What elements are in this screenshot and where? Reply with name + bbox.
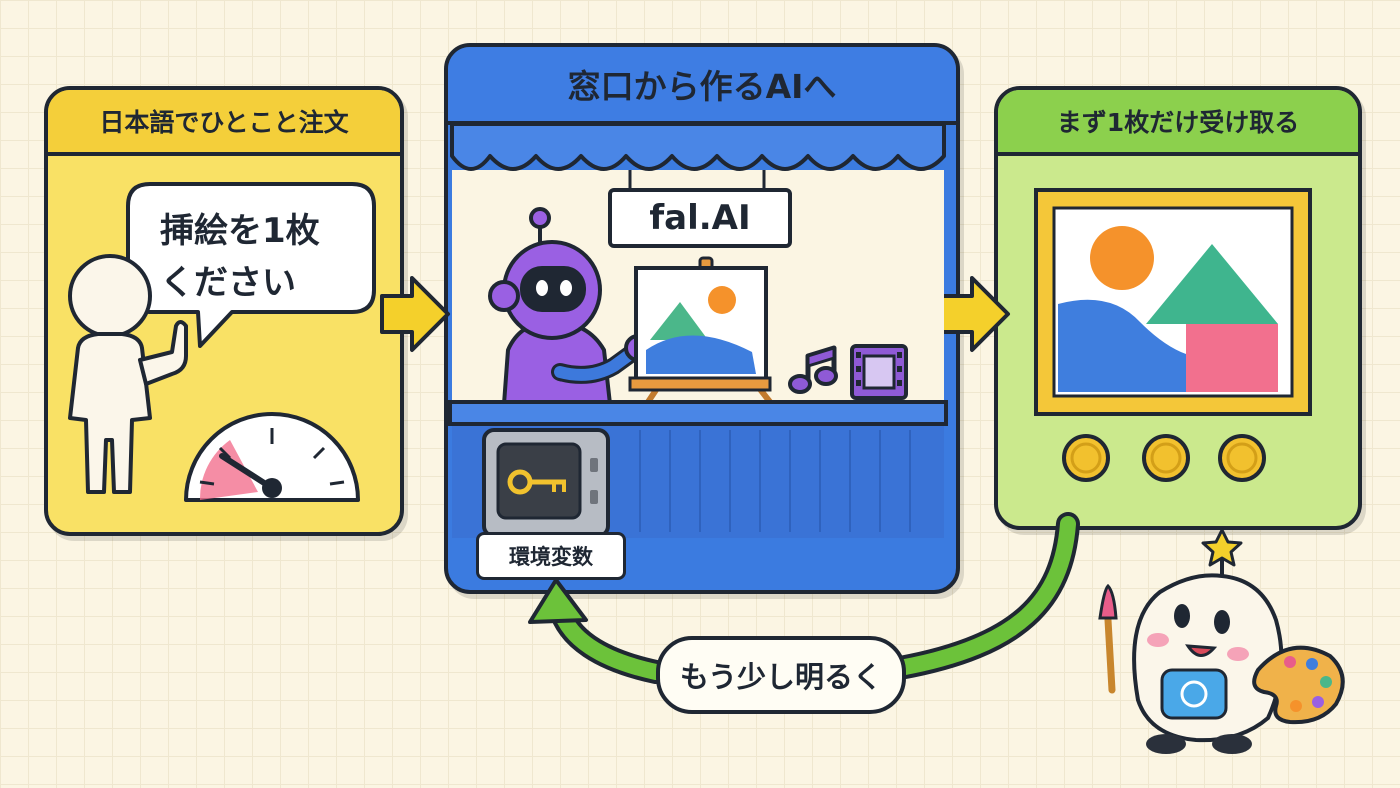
- env-vars-label: 環境変数: [476, 532, 626, 580]
- result-panel-title: まず1枚だけ受け取る: [998, 90, 1358, 156]
- coin-icon: [1142, 434, 1190, 482]
- music-note-icon: [788, 345, 838, 394]
- speedometer-icon: [184, 412, 360, 502]
- safe-key-icon: [482, 428, 610, 538]
- flow-arrow-2: [940, 276, 1010, 352]
- service-sign: fal.AI: [608, 188, 792, 248]
- framed-picture-icon: [1034, 188, 1312, 416]
- robot-icon: [488, 207, 677, 406]
- speech-bubble: [126, 182, 376, 348]
- bubble-line-1: 挿絵を1枚: [160, 211, 320, 251]
- flow-arrow-1: [380, 276, 450, 352]
- awning: [450, 122, 946, 171]
- film-icon: [850, 344, 908, 400]
- easel-icon: [628, 256, 773, 405]
- feedback-arrow: [528, 512, 1080, 684]
- coin-icon: [1218, 434, 1266, 482]
- person-icon: [68, 254, 188, 494]
- order-panel-title: 日本語でひとこと注文: [48, 90, 400, 156]
- coin-icon: [1062, 434, 1110, 482]
- palette-icon: [1252, 645, 1345, 725]
- speech-bubble-text: 挿絵を1枚 ください: [160, 205, 320, 309]
- bubble-line-2: ください: [160, 263, 296, 303]
- mascot-icon: [1132, 528, 1284, 754]
- paintbrush-icon: [1098, 583, 1118, 694]
- feedback-label: もう少し明るく: [656, 636, 906, 714]
